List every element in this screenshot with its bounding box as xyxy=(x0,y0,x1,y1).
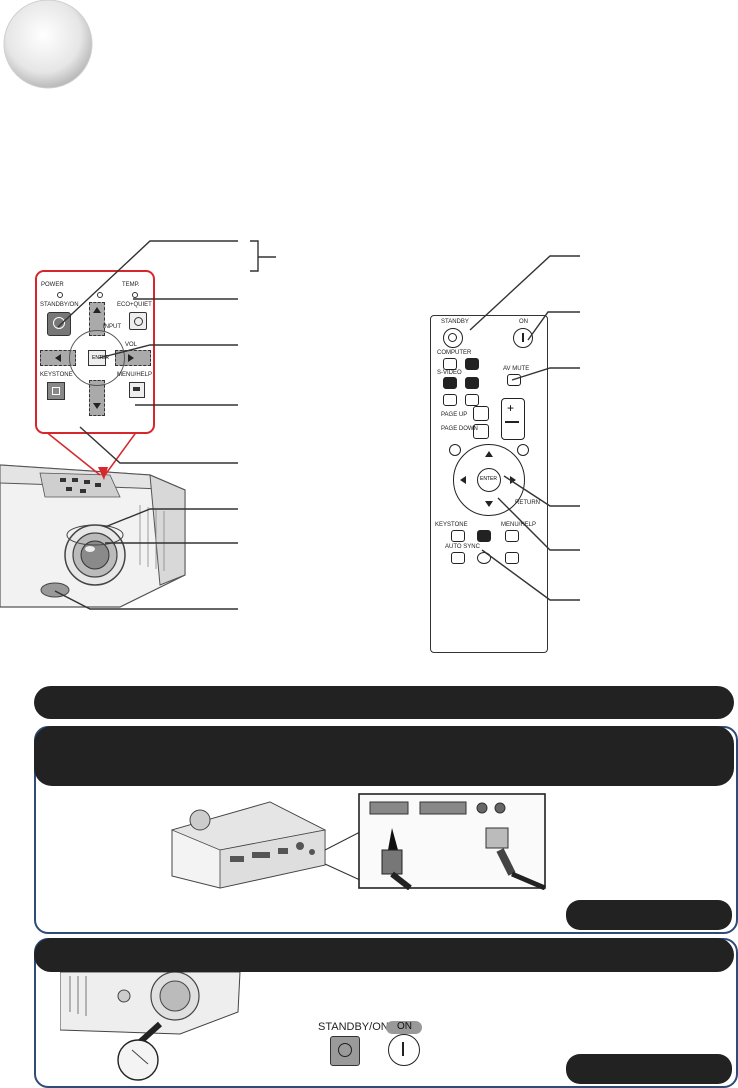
menu-help-button[interactable] xyxy=(129,382,145,398)
temp-indicator-label: TEMP. xyxy=(122,282,140,288)
standby-on-label: STANDBY/ON xyxy=(40,302,79,308)
arrow-right-icon xyxy=(510,476,516,484)
remote-computer-label: COMPUTER xyxy=(437,350,472,356)
lens-cap-illustration xyxy=(60,972,250,1082)
remote-enter-button[interactable]: ENTER xyxy=(477,468,501,492)
remote-standby-label: STANDBY xyxy=(441,319,469,325)
remote-dpad[interactable] xyxy=(453,444,525,516)
temp-led xyxy=(132,292,138,298)
remote-page-down-button[interactable] xyxy=(473,424,489,439)
arrow-up-icon xyxy=(93,307,101,313)
eco-quiet-button[interactable] xyxy=(129,312,147,330)
remote-video-label: S-VIDEO xyxy=(437,370,462,376)
remote-auto-sync-button[interactable] xyxy=(451,552,465,564)
input-label: INPUT xyxy=(103,324,121,330)
remote-computer-button[interactable] xyxy=(443,358,457,370)
remote-button-4[interactable] xyxy=(465,394,479,406)
step3-on-label: ON xyxy=(397,1021,412,1032)
chapter-bubble xyxy=(0,0,110,100)
remote-button-3[interactable] xyxy=(443,394,457,406)
remote-page-down-label: PAGE DOWN xyxy=(441,426,478,432)
down-button[interactable] xyxy=(89,380,105,416)
remote-button-7[interactable] xyxy=(505,552,519,564)
step-bar-1 xyxy=(34,686,734,719)
remote-control: STANDBY ON COMPUTER S-VIDEO AV MUTE + PA… xyxy=(430,315,548,653)
arrow-left-icon xyxy=(55,354,61,362)
remote-button-5[interactable] xyxy=(477,530,491,542)
power-on-icon xyxy=(402,1042,404,1056)
lamp-led xyxy=(97,292,103,298)
step3-on-label-pill: ON xyxy=(386,1021,422,1034)
remote-button-6[interactable] xyxy=(477,552,491,564)
remote-standby-button[interactable] xyxy=(443,328,463,348)
input-up-button[interactable] xyxy=(89,302,105,336)
power-icon xyxy=(448,333,457,342)
step-2-tag xyxy=(566,900,732,930)
remote-menu-help-label: MENU/HELP xyxy=(501,522,537,528)
arrow-left-icon xyxy=(460,476,466,484)
remote-volume-rocker[interactable]: + xyxy=(501,398,525,440)
remote-keystone-label: KEYSTONE xyxy=(435,522,468,528)
remote-video-button[interactable] xyxy=(443,377,457,389)
remote-callouts xyxy=(440,250,580,610)
arrow-down-icon xyxy=(485,501,493,507)
remote-return-label: RETURN xyxy=(515,500,540,506)
step3-standby-on-button[interactable] xyxy=(330,1036,360,1066)
remote-page-up-label: PAGE UP xyxy=(441,412,468,418)
minus-icon xyxy=(505,421,519,423)
step3-on-button[interactable] xyxy=(388,1034,420,1066)
power-icon xyxy=(338,1043,352,1057)
step-bar-3 xyxy=(34,938,734,972)
keystone-button[interactable] xyxy=(47,382,65,400)
remote-av-mute-label: AV MUTE xyxy=(503,366,530,372)
left-callouts xyxy=(0,235,290,625)
menu-help-label: MENU/HELP xyxy=(117,372,153,378)
arrow-up-icon xyxy=(485,451,493,457)
arrow-right-icon xyxy=(128,354,134,362)
step3-standby-on-label: STANDBY/ON xyxy=(318,1021,389,1033)
step-3-tag xyxy=(566,1054,732,1084)
remote-page-up-button[interactable] xyxy=(473,406,489,421)
vol-label: VOL xyxy=(125,342,138,348)
menu-icon xyxy=(133,387,140,391)
remote-button-1[interactable] xyxy=(465,358,479,370)
remote-on-button[interactable] xyxy=(513,328,533,348)
keystone-icon xyxy=(52,387,60,395)
plus-icon: + xyxy=(507,401,515,415)
remote-keystone-button[interactable] xyxy=(451,530,465,542)
step-bar-2 xyxy=(34,726,734,786)
connection-illustration xyxy=(160,790,550,890)
remote-button-right[interactable] xyxy=(517,444,529,456)
projector-body xyxy=(0,464,186,608)
power-led xyxy=(57,292,63,298)
power-on-icon xyxy=(522,333,524,342)
vol-down-button[interactable] xyxy=(40,350,76,366)
arrow-down-icon xyxy=(93,403,101,409)
power-icon xyxy=(53,317,65,329)
eco-quiet-label: ECO+QUIET xyxy=(117,302,152,308)
power-indicator-label: POWER xyxy=(41,282,64,288)
remote-auto-sync-label: AUTO SYNC xyxy=(445,544,480,550)
enter-icon: ENTER xyxy=(480,476,497,482)
projector-illustration xyxy=(0,235,240,615)
remote-menu-help-button[interactable] xyxy=(505,530,519,542)
keystone-label: KEYSTONE xyxy=(40,372,73,378)
projector-rear xyxy=(170,801,327,889)
remote-av-mute-button[interactable] xyxy=(507,374,521,386)
eco-icon xyxy=(134,317,143,326)
standby-on-button[interactable] xyxy=(47,312,71,336)
remote-button-2[interactable] xyxy=(465,377,479,389)
remote-button-left[interactable] xyxy=(449,444,461,456)
remote-on-label: ON xyxy=(519,319,528,325)
